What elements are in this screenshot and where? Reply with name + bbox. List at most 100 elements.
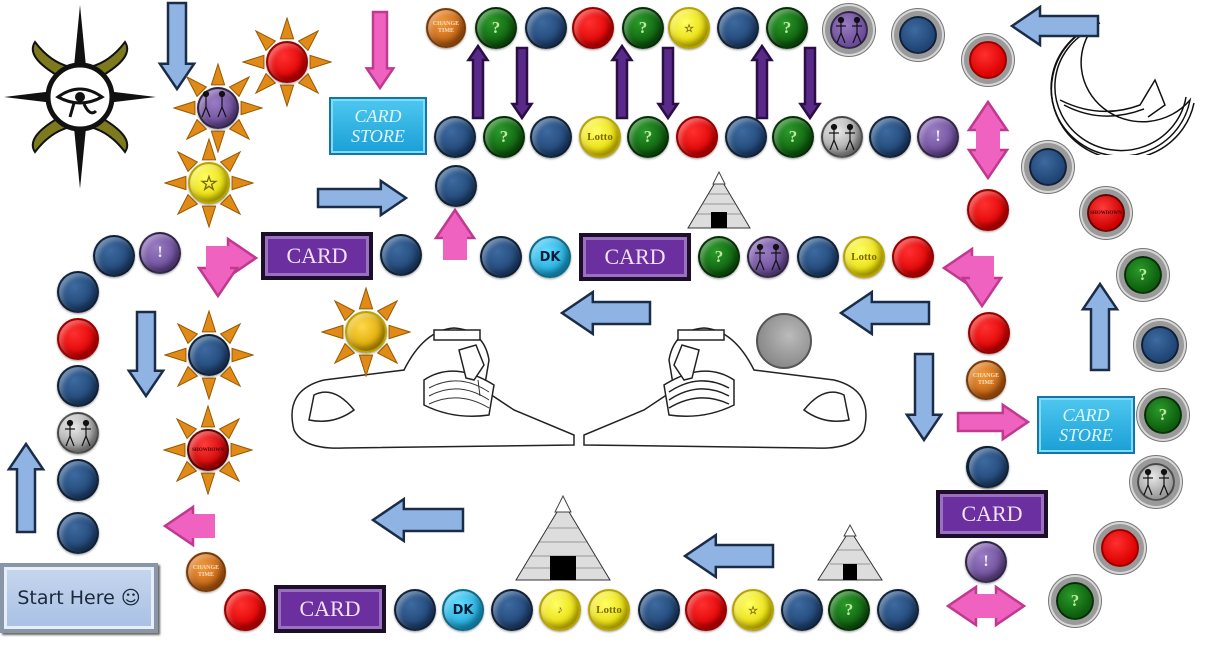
- arrow-right-icon: [316, 178, 409, 218]
- sun-ray: [176, 193, 199, 216]
- pyramid-icon: [515, 494, 611, 581]
- blue-space[interactable]: [525, 7, 567, 49]
- card-tile[interactable]: CARD: [274, 585, 386, 633]
- showdown-space[interactable]: SHOWDOWN: [1087, 194, 1125, 232]
- blue-space[interactable]: [725, 116, 767, 158]
- sun-ray: [173, 100, 196, 116]
- space-label: ?: [643, 127, 653, 146]
- sun-space[interactable]: SHOWDOWN: [163, 405, 253, 495]
- space-label: Lotto: [851, 251, 877, 263]
- blue-space[interactable]: [57, 365, 99, 407]
- sun-ray: [231, 175, 254, 191]
- blue-space[interactable]: [717, 7, 759, 49]
- red-space[interactable]: [676, 116, 718, 158]
- sun-space[interactable]: ☆: [164, 138, 254, 228]
- red-space[interactable]: [967, 189, 1009, 231]
- change-time-space[interactable]: CHANGE TIME: [186, 552, 226, 592]
- blue-space[interactable]: [434, 116, 476, 158]
- blue-space[interactable]: [435, 165, 477, 207]
- vs-space[interactable]: [747, 236, 789, 278]
- dk-space[interactable]: DK: [529, 236, 571, 278]
- space-label: ?: [714, 247, 724, 266]
- sun-ray: [210, 63, 226, 86]
- blue-space[interactable]: [869, 116, 911, 158]
- vs-space[interactable]: [821, 116, 863, 158]
- red-space[interactable]: [224, 589, 266, 631]
- space-label: ♪: [557, 604, 563, 616]
- question-space[interactable]: ?: [1144, 396, 1182, 434]
- red-space[interactable]: [685, 589, 727, 631]
- red-space[interactable]: [892, 236, 934, 278]
- change-time-space[interactable]: CHANGE TIME: [426, 8, 466, 48]
- lotto-space[interactable]: Lotto: [843, 236, 885, 278]
- change-time-space[interactable]: CHANGE TIME: [966, 360, 1006, 400]
- question-space[interactable]: ?: [1056, 582, 1094, 620]
- lotto-space[interactable]: Lotto: [588, 589, 630, 631]
- vs-space[interactable]: [830, 11, 868, 49]
- vs-space[interactable]: [1137, 463, 1175, 501]
- sphinx-right-icon: [583, 327, 867, 449]
- question-space[interactable]: ?: [1124, 256, 1162, 294]
- star-space[interactable]: ☆: [732, 589, 774, 631]
- sun-space[interactable]: [173, 63, 263, 153]
- sun-ray: [201, 377, 217, 400]
- moon-token-icon: [756, 313, 812, 369]
- blue-space[interactable]: [877, 589, 919, 631]
- card-tile[interactable]: CARD: [579, 233, 691, 281]
- sun-icon: [173, 63, 263, 153]
- card-tile[interactable]: CARD: [261, 232, 373, 280]
- music-space[interactable]: ♪: [539, 589, 581, 631]
- blue-space[interactable]: [394, 589, 436, 631]
- alert-space[interactable]: !: [917, 116, 959, 158]
- question-space[interactable]: ?: [622, 7, 664, 49]
- question-space[interactable]: ?: [772, 116, 814, 158]
- blue-space[interactable]: [491, 589, 533, 631]
- red-space[interactable]: [969, 41, 1007, 79]
- dk-space[interactable]: DK: [442, 589, 484, 631]
- vs-space[interactable]: [57, 412, 99, 454]
- blue-space[interactable]: [57, 459, 99, 501]
- blue-space[interactable]: [530, 116, 572, 158]
- card-tile[interactable]: CARD: [936, 490, 1048, 538]
- red-space[interactable]: [1101, 529, 1139, 567]
- sun-ray: [242, 54, 265, 70]
- question-space[interactable]: ?: [483, 116, 525, 158]
- sun-ray: [297, 29, 320, 52]
- red-space[interactable]: [572, 7, 614, 49]
- blue-space[interactable]: [899, 16, 937, 54]
- star-space[interactable]: ☆: [668, 7, 710, 49]
- blue-space[interactable]: [638, 589, 680, 631]
- blue-space[interactable]: [1029, 148, 1067, 186]
- sun-icon: [242, 17, 332, 107]
- question-space[interactable]: ?: [627, 116, 669, 158]
- blue-space[interactable]: [380, 234, 422, 276]
- blue-space[interactable]: [57, 512, 99, 554]
- blue-space[interactable]: [480, 236, 522, 278]
- alert-space[interactable]: !: [139, 232, 181, 274]
- blue-space[interactable]: [797, 236, 839, 278]
- blue-space[interactable]: [967, 446, 1009, 488]
- red-space[interactable]: [968, 312, 1010, 354]
- blue-space[interactable]: [93, 235, 135, 277]
- sun-icon: [164, 310, 254, 400]
- question-space[interactable]: ?: [698, 236, 740, 278]
- sun-space[interactable]: [164, 310, 254, 400]
- alert-space[interactable]: !: [965, 541, 1007, 583]
- lotto-space[interactable]: Lotto: [579, 116, 621, 158]
- start-here-button[interactable]: Start Here ☺: [0, 563, 158, 633]
- space-label: ?: [844, 600, 854, 619]
- blue-space[interactable]: [1141, 326, 1179, 364]
- red-space[interactable]: [57, 318, 99, 360]
- sun-space[interactable]: [321, 287, 411, 377]
- blue-space[interactable]: [781, 589, 823, 631]
- question-space[interactable]: ?: [766, 7, 808, 49]
- question-space[interactable]: ?: [828, 589, 870, 631]
- blue-space[interactable]: [57, 271, 99, 313]
- sun-space-token: [266, 41, 308, 83]
- space-label: Lotto: [596, 604, 622, 616]
- sun-space[interactable]: [242, 17, 332, 107]
- question-space[interactable]: ?: [475, 7, 517, 49]
- arrow-up-icon: [1080, 281, 1120, 372]
